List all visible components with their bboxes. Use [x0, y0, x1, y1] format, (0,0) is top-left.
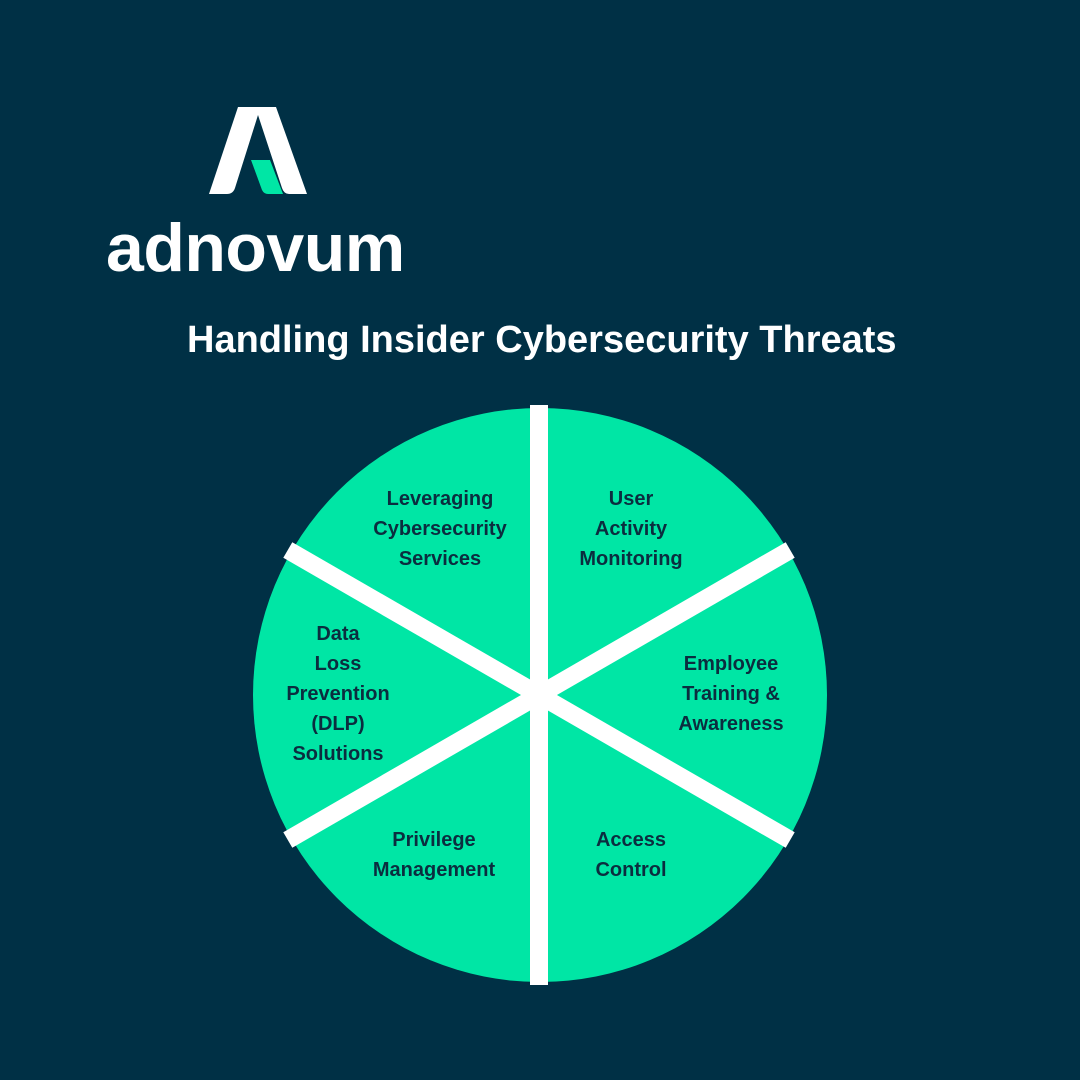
- divider-lower-left: [283, 687, 544, 848]
- wheel-dividers: [283, 405, 795, 985]
- brand-wordmark: adnovum: [106, 210, 405, 286]
- segment-leveraging-cybersecurity-services: Leveraging Cybersecurity Services: [373, 488, 507, 570]
- segment-access-control: Access Control: [595, 829, 667, 881]
- divider-upper-left: [283, 542, 544, 703]
- segment-user-activity-monitoring: User Activity Monitoring: [579, 488, 683, 570]
- page-title: Handling Insider Cybersecurity Threats: [187, 319, 897, 361]
- divider-upper-right: [534, 542, 795, 703]
- segment-privilege-management: Privilege Management: [372, 829, 496, 881]
- adnovum-a-logo-icon: [209, 107, 307, 194]
- segment-employee-training-awareness: Employee Training & Awareness: [678, 653, 784, 735]
- divider-lower-right: [534, 687, 795, 848]
- segment-data-loss-prevention: Data Loss Prevention (DLP) Solutions: [286, 623, 390, 765]
